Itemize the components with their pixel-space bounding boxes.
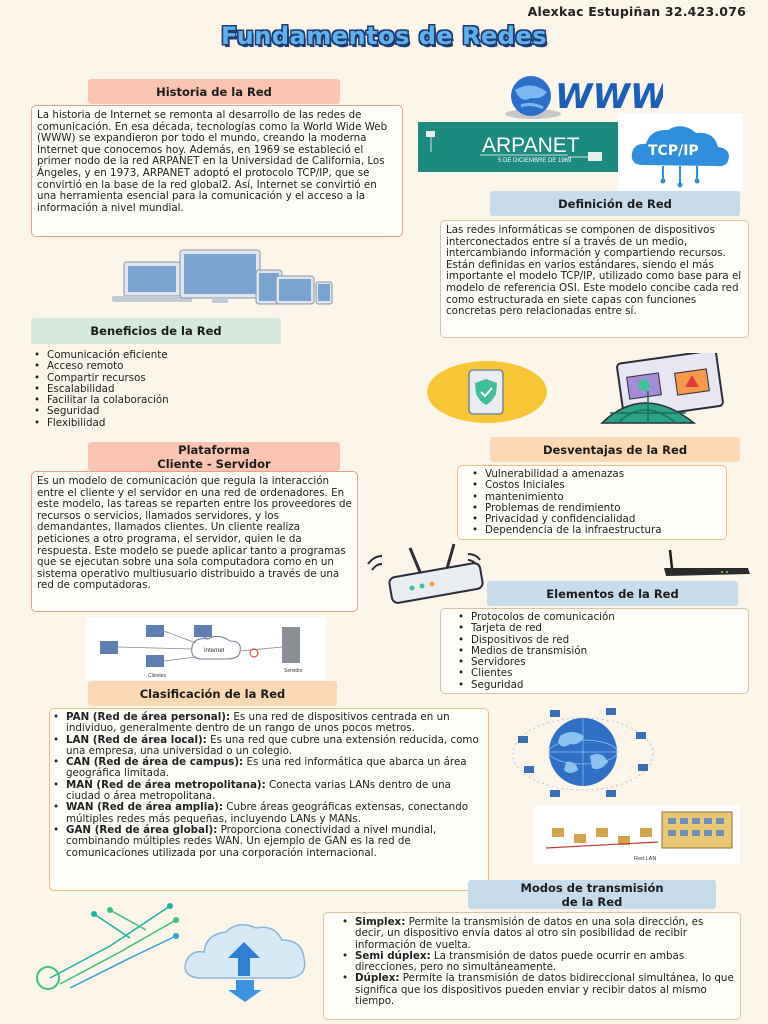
description: Conecta varias LANs dentro de una ciudad… [66, 778, 451, 803]
modos-label-line1: Modos de transmisión [520, 880, 664, 895]
list-item: Dúplex: Permite la transmisión de datos … [342, 972, 735, 1008]
historia-text: La historia de Internet se remonta al de… [31, 105, 403, 237]
list-item: Simplex: Permite la transmisión de datos… [342, 916, 735, 951]
description: Proporciona conectividad a nivel mundial… [66, 823, 437, 859]
www-image: WWW [493, 70, 669, 122]
plataforma-text: Es un modelo de comunicación que regula … [31, 471, 358, 612]
description: Es una red de dispositivos centrada en u… [66, 711, 450, 735]
list-item: MAN (Red de área metropolitana): Conecta… [53, 778, 483, 803]
plataforma-label-line1: Plataforma [178, 442, 250, 457]
circuit-lines-image [30, 900, 180, 992]
list-item: Seguridad [458, 679, 743, 691]
author-name: Alexkac Estupiñan 32.423.076 [527, 4, 746, 19]
mobile-security-icon [426, 360, 548, 424]
desventajas-label: Desventajas de la Red [490, 437, 740, 462]
term: LAN (Red de área local): [66, 733, 207, 746]
clasificacion-label: Clasificación de la Red [88, 681, 337, 706]
web-security-icon [598, 349, 724, 425]
term: Semi dúplex: [355, 949, 431, 962]
term: WAN (Red de área amplia): [66, 801, 224, 814]
arpanet-date: 5 DE DICIEMBRE DE 1969 [498, 158, 572, 164]
wireless-router-icon [364, 542, 490, 604]
description: Cubre áreas geográficas extensas, conect… [66, 801, 469, 825]
list-item: Facilitar la colaboración [34, 394, 297, 406]
term: MAN (Red de área metropolitana): [66, 778, 266, 791]
list-item: mantenimiento [472, 491, 721, 503]
list-item: GAN (Red de área global): Proporciona co… [53, 823, 483, 859]
tcpip-image: TCP/IP [618, 113, 743, 191]
list-item: Problemas de rendimiento [472, 502, 721, 514]
list-item: PAN (Red de área personal): Es una red d… [53, 711, 483, 735]
client-server-diagram: Internet Clientes Servidor [86, 617, 326, 680]
term: GAN (Red de área global): [66, 823, 218, 836]
beneficios-list: Comunicación eficiente Acceso remoto Com… [34, 349, 297, 429]
beneficios-label: Beneficios de la Red [31, 318, 281, 344]
clasificacion-box: PAN (Red de área personal): Es una red d… [49, 708, 489, 891]
historia-label: Historia de la Red [88, 79, 340, 104]
list-item: Acceso remoto [34, 360, 297, 372]
tcpip-text: TCP/IP [648, 143, 699, 159]
lan-label: Red LAN [634, 856, 656, 862]
list-item: Costos Iniciales [472, 479, 721, 491]
description: La transmisión de datos puede ocurrir en… [355, 949, 685, 974]
description: Es una red informática que abarca un áre… [66, 756, 467, 780]
servidor-label: Servidor [284, 668, 303, 674]
list-item: Flexibilidad [34, 417, 297, 429]
elementos-box: Protocolos de comunicación Tarjeta de re… [440, 608, 749, 694]
list-item: Dispositivos de red [458, 634, 743, 646]
modos-label-line2: de la Red [561, 894, 623, 909]
plataforma-label-line2: Cliente - Servidor [157, 456, 271, 471]
modos-box: Simplex: Permite la transmisión de datos… [323, 912, 741, 1020]
arpanet-image: ARPANET 5 DE DICIEMBRE DE 1969 [418, 122, 631, 172]
www-text: WWW [555, 77, 663, 117]
list-item: Compartir recursos [34, 372, 297, 384]
definicion-label: Definición de Red [490, 191, 740, 216]
globe-network-image [510, 706, 656, 802]
term: CAN (Red de área de campus): [66, 756, 244, 769]
desventajas-box: Vulnerabilidad a amenazas Costos Inicial… [457, 465, 727, 540]
list-item: WAN (Red de área amplia): Cubre áreas ge… [53, 801, 483, 825]
plataforma-label: Plataforma Cliente - Servidor [88, 442, 340, 471]
term: Dúplex: [355, 972, 400, 985]
clientes-label: Clientes [148, 673, 167, 679]
arpanet-text: ARPANET [482, 134, 580, 157]
list-item: Privacidad y confidencialidad [472, 513, 721, 525]
router-image [662, 548, 752, 578]
description: Permite la transmisión de datos bidirecc… [355, 972, 734, 1008]
list-item: Semi dúplex: La transmisión de datos pue… [342, 949, 735, 974]
list-item: Seguridad [34, 406, 297, 418]
list-item: Vulnerabilidad a amenazas [472, 468, 721, 480]
list-item: CAN (Red de área de campus): Es una red … [53, 756, 483, 780]
description: Permite la transmisión de datos en una s… [355, 916, 704, 951]
list-item: Protocolos de comunicación [458, 611, 743, 623]
term: PAN (Red de área personal): [66, 711, 231, 723]
list-item: Tarjeta de red [458, 622, 743, 634]
modos-label: Modos de transmisión de la Red [468, 880, 716, 909]
list-item: Servidores [458, 656, 743, 668]
definicion-text: Las redes informáticas se componen de di… [440, 220, 749, 338]
internet-label: Internet [204, 648, 225, 654]
list-item: Medios de transmisión [458, 645, 743, 657]
devices-image [110, 248, 344, 306]
list-item: Escalabilidad [34, 383, 297, 395]
list-item: Clientes [458, 668, 743, 680]
description: Es una red que cubre una extensión reduc… [66, 733, 479, 757]
list-item: Comunicación eficiente [34, 349, 297, 361]
list-item: Dependencia de la infraestructura [472, 525, 721, 537]
lan-image: Red LAN [534, 806, 740, 864]
cloud-transfer-icon [178, 918, 312, 1002]
list-item: LAN (Red de área local): Es una red que … [53, 733, 483, 758]
elementos-label: Elementos de la Red [487, 581, 738, 606]
page-title: Fundamentos de Redes [220, 22, 548, 50]
term: Simplex: [355, 916, 406, 928]
